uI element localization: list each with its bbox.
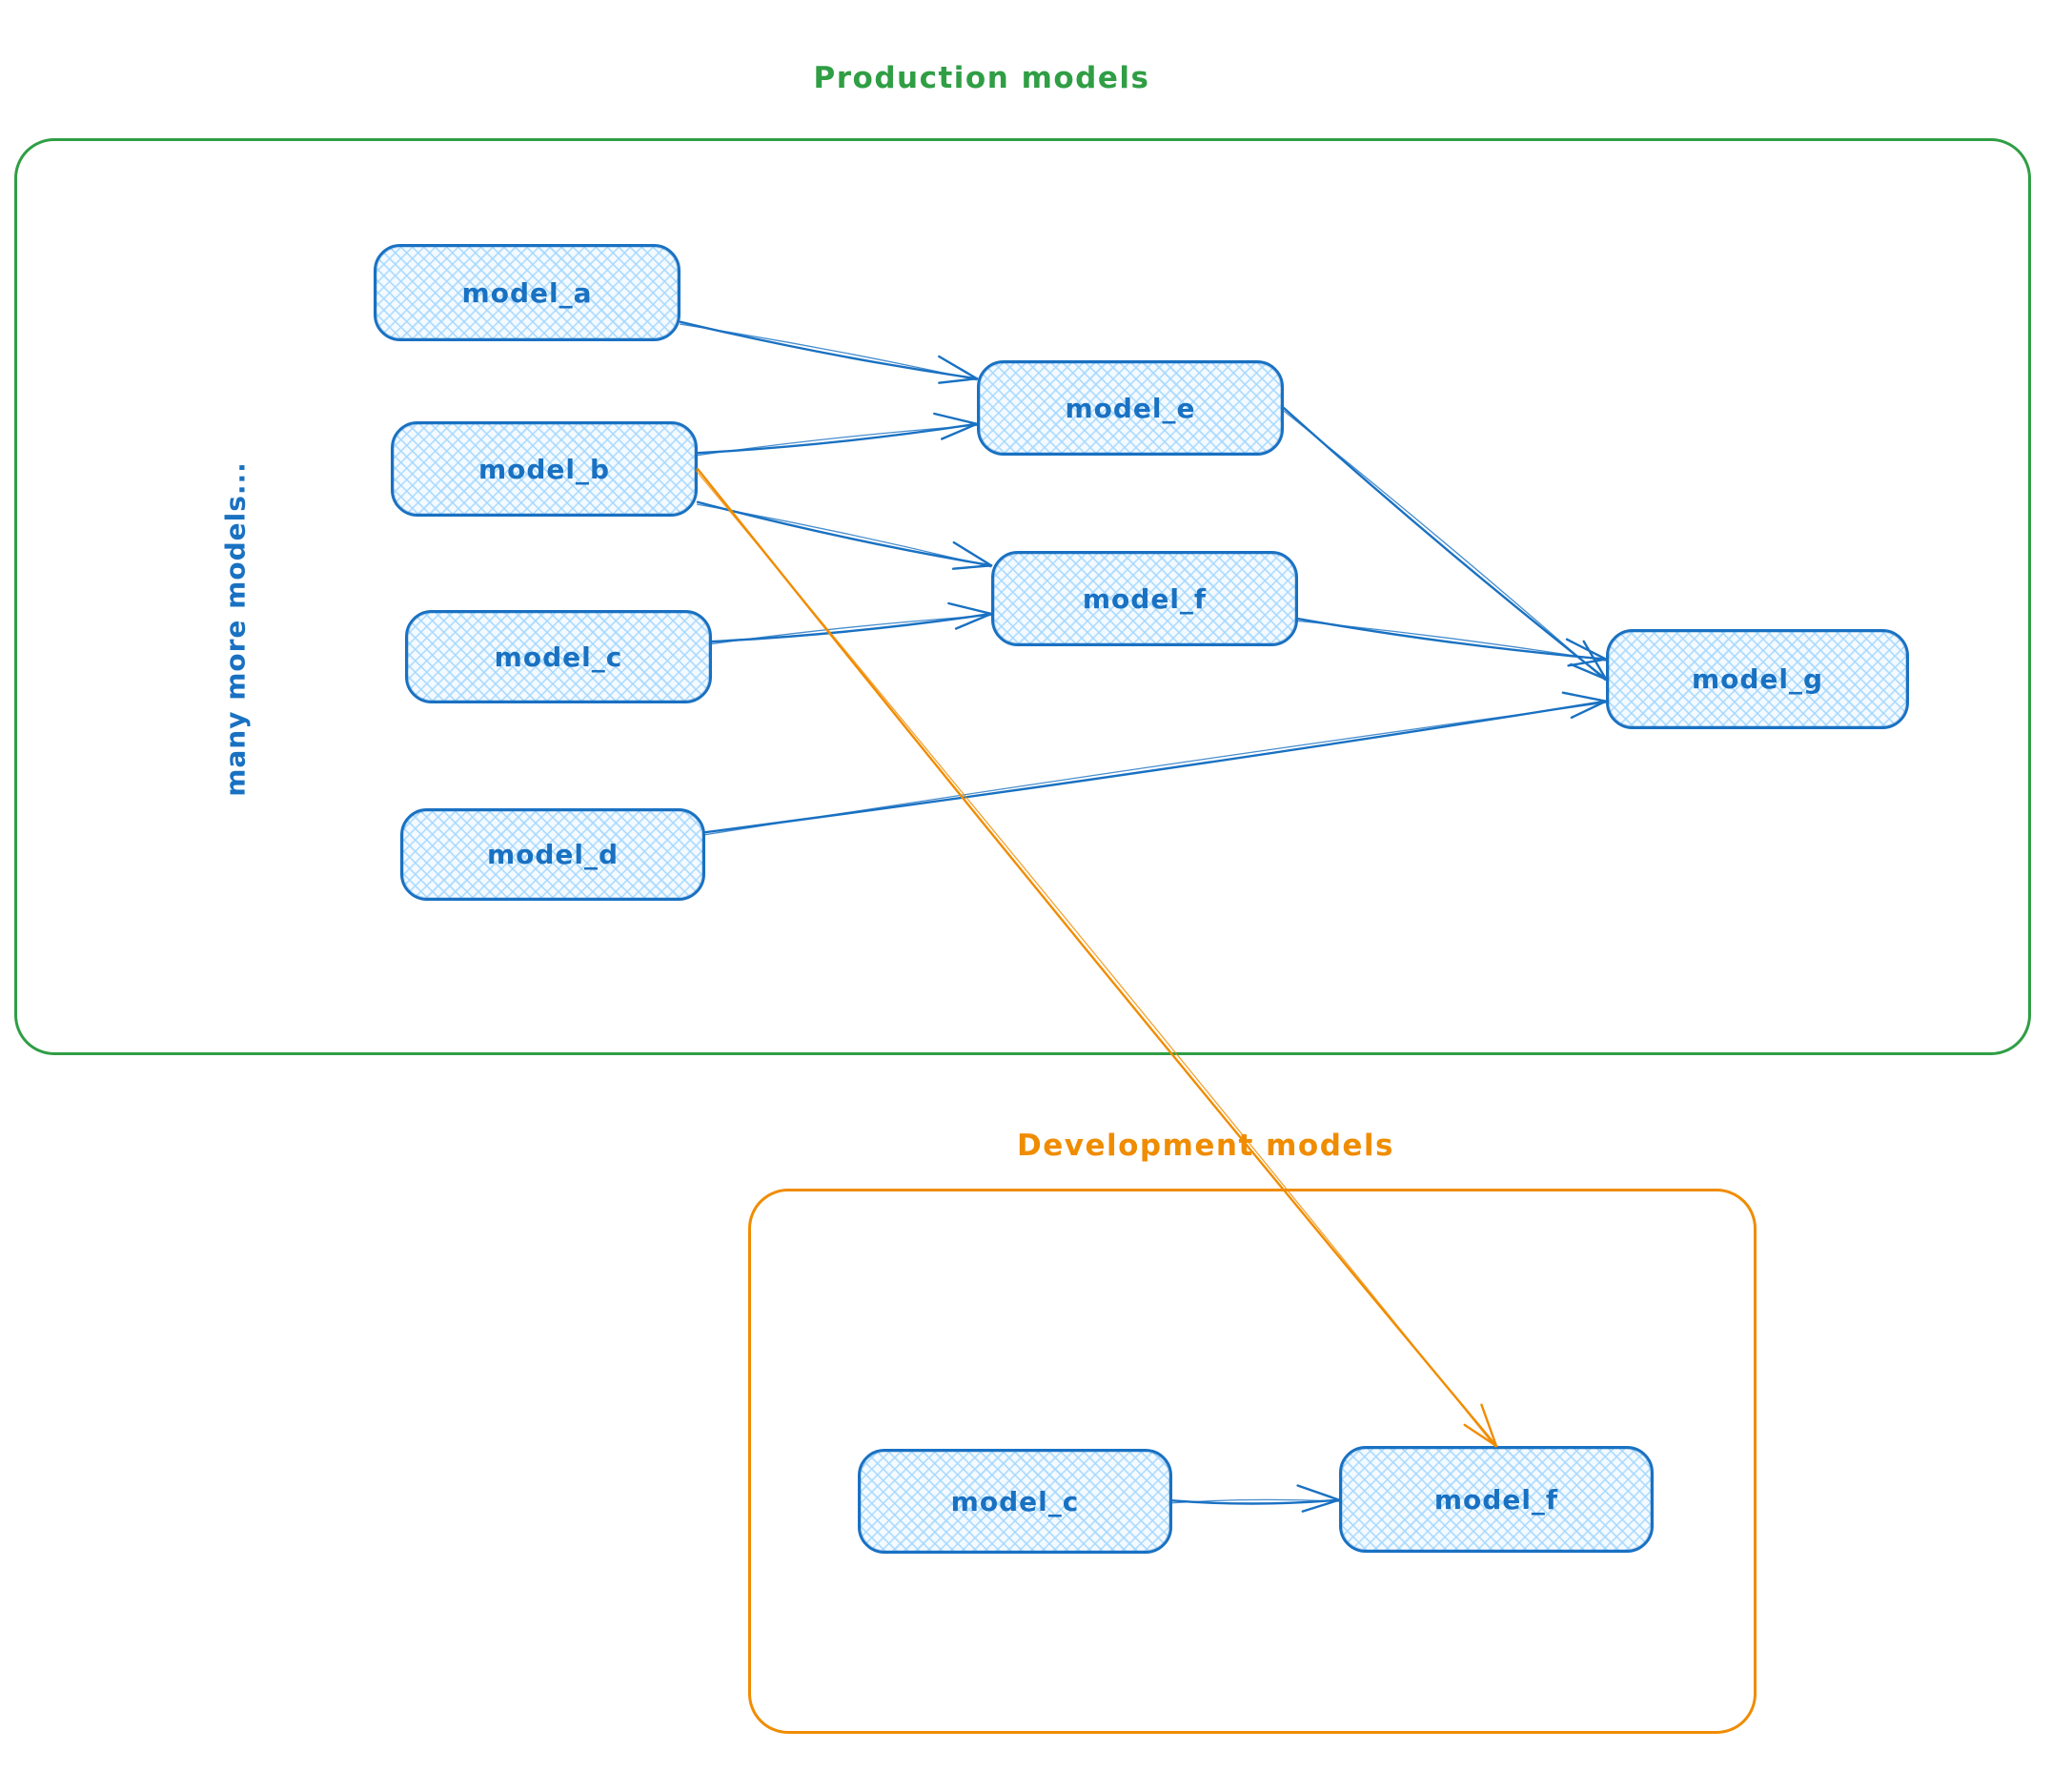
node-model-g: model_g	[1606, 629, 1909, 729]
node-dev-model-f-label: model_f	[1433, 1483, 1559, 1516]
node-model-f: model_f	[991, 551, 1298, 646]
node-dev-model-c-label: model_c	[950, 1485, 1080, 1517]
node-model-a: model_a	[374, 244, 681, 341]
node-model-g-label: model_g	[1691, 663, 1824, 695]
node-model-e-label: model_e	[1065, 392, 1196, 424]
node-model-b-label: model_b	[477, 453, 611, 485]
many-more-models-note: many more models...	[219, 461, 252, 797]
node-model-c: model_c	[405, 610, 712, 703]
node-model-d: model_d	[400, 808, 705, 901]
node-model-d-label: model_d	[486, 839, 620, 870]
production-models-title: Production models	[813, 61, 1150, 95]
node-model-f-label: model_f	[1082, 582, 1208, 615]
node-dev-model-c: model_c	[858, 1449, 1172, 1554]
node-dev-model-f: model_f	[1339, 1446, 1654, 1553]
node-model-c-label: model_c	[494, 641, 623, 673]
node-model-b: model_b	[391, 421, 698, 517]
node-model-e: model_e	[977, 360, 1284, 456]
node-model-a-label: model_a	[461, 276, 593, 309]
development-models-title: Development models	[1016, 1129, 1394, 1163]
